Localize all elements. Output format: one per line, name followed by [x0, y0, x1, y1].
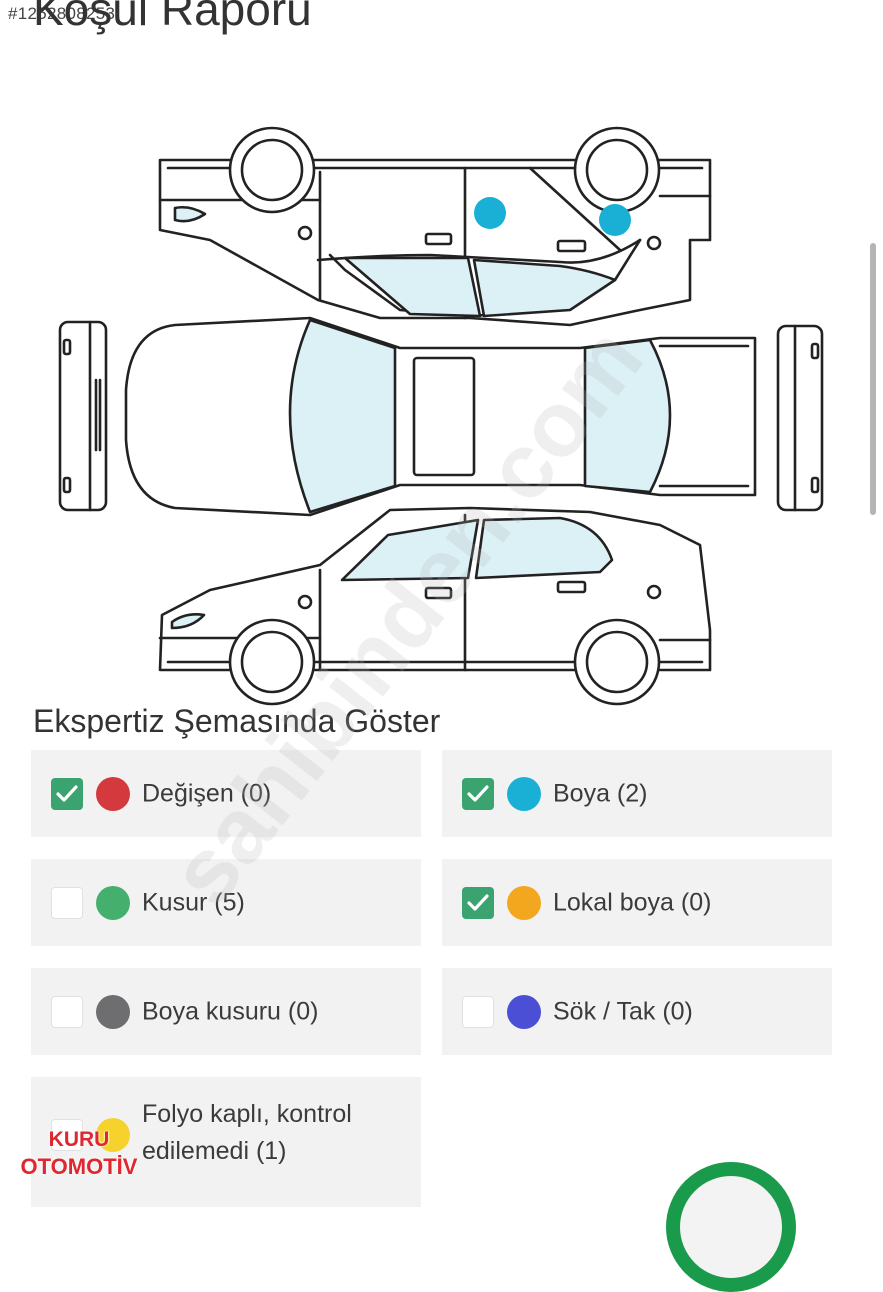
dealer-logo: KURU OTOMOTİV [14, 1126, 144, 1186]
section-title: Ekspertiz Şemasında Göster [33, 703, 441, 739]
changed-color-dot [96, 776, 130, 811]
legend-item-defect[interactable]: Kusur (5) [31, 859, 421, 946]
checkbox-paint-defect[interactable] [51, 995, 83, 1028]
car-side-view-bottom [158, 506, 712, 706]
car-damage-diagram [58, 126, 824, 706]
checkbox-painted[interactable] [462, 777, 494, 810]
painted-marker-door [474, 197, 506, 229]
scrollbar-thumb[interactable] [870, 243, 876, 515]
listing-id: #1252808253 [8, 4, 116, 23]
paint-defect-color-dot [96, 994, 130, 1029]
legend-item-painted[interactable]: Boya (2) [442, 750, 832, 837]
legend-item-film[interactable]: Folyo kaplı, kontrol edilemedi (1) [31, 1077, 421, 1207]
legend-label: Sök / Tak (0) [553, 997, 693, 1025]
legend-label: Lokal boya (0) [553, 888, 712, 916]
dealer-logo-line1: KURU [48, 1128, 110, 1151]
legend-label: Boya kusuru (0) [142, 997, 319, 1025]
legend-item-changed[interactable]: Değişen (0) [31, 750, 421, 837]
checkbox-film[interactable] [51, 1119, 83, 1151]
check-icon [467, 784, 489, 802]
check-icon [56, 784, 78, 802]
checkbox-local-paint[interactable] [462, 886, 494, 919]
car-side-view-top [158, 126, 712, 327]
floating-action-button[interactable] [666, 1162, 796, 1292]
legend-label: Boya (2) [553, 779, 648, 807]
car-top-view [58, 316, 824, 517]
check-icon [467, 893, 489, 911]
dealer-logo-line2: OTOMOTİV [20, 1154, 138, 1179]
legend-item-local-paint[interactable]: Lokal boya (0) [442, 859, 832, 946]
legend-label: Folyo kaplı, kontrol edilemedi (1) [142, 1100, 352, 1165]
painted-marker-fender [599, 204, 631, 236]
legend-item-paint-defect[interactable]: Boya kusuru (0) [31, 968, 421, 1055]
legend-item-removed[interactable]: Sök / Tak (0) [442, 968, 832, 1055]
checkbox-removed[interactable] [462, 995, 494, 1028]
legend-label: Değişen (0) [142, 779, 272, 807]
local-paint-color-dot [507, 885, 541, 920]
checkbox-defect[interactable] [51, 886, 83, 919]
checkbox-changed[interactable] [51, 777, 83, 810]
defect-color-dot [96, 885, 130, 920]
legend-label: Kusur (5) [142, 888, 245, 916]
film-color-dot [96, 1118, 130, 1152]
painted-color-dot [507, 776, 541, 811]
removed-color-dot [507, 994, 541, 1029]
page-title: Koşul Raporu [33, 0, 312, 35]
